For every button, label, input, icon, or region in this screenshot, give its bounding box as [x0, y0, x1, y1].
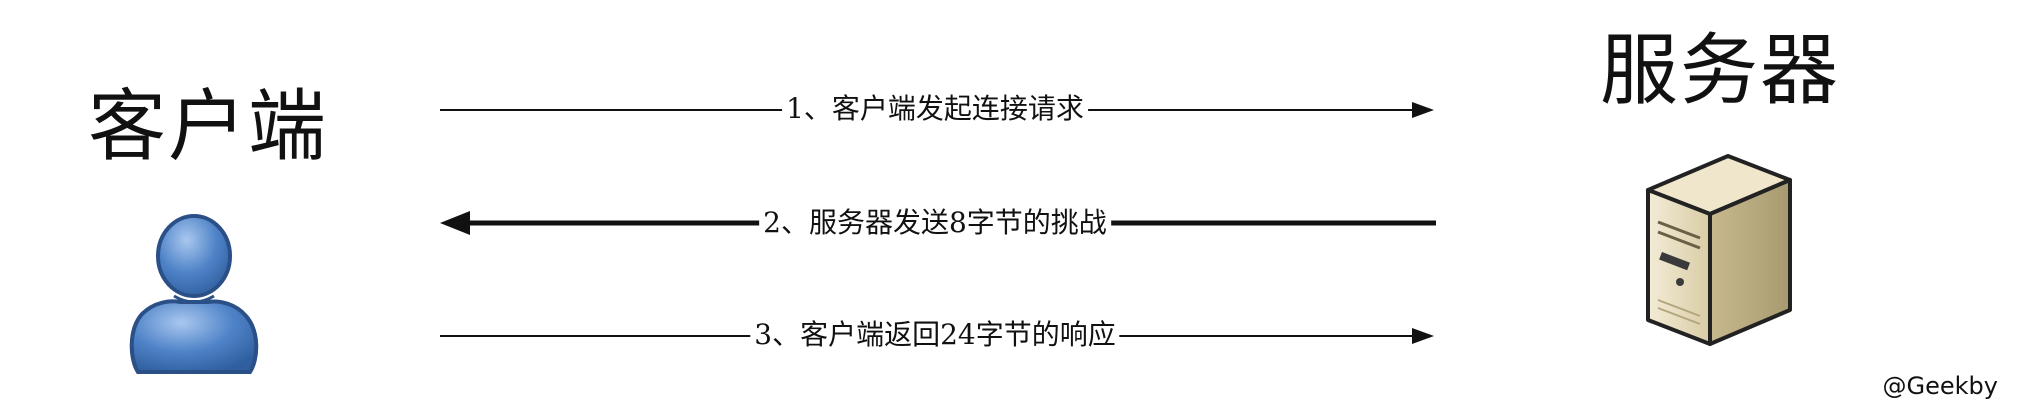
arrow-1-head [1412, 102, 1434, 118]
client-title: 客户端 [88, 82, 329, 172]
arrow-2-head [440, 211, 470, 235]
message-3-label: 3、客户端返回24字节的响应 [750, 318, 1120, 352]
watermark: @Geekby [1882, 372, 1998, 400]
message-1-label: 1、客户端发起连接请求 [782, 92, 1088, 126]
user-icon [129, 214, 259, 374]
arrow-3-head [1412, 328, 1434, 344]
message-2-label: 2、服务器发送8字节的挑战 [759, 206, 1111, 240]
server-icon [1646, 154, 1792, 346]
server-title: 服务器 [1600, 26, 1841, 116]
